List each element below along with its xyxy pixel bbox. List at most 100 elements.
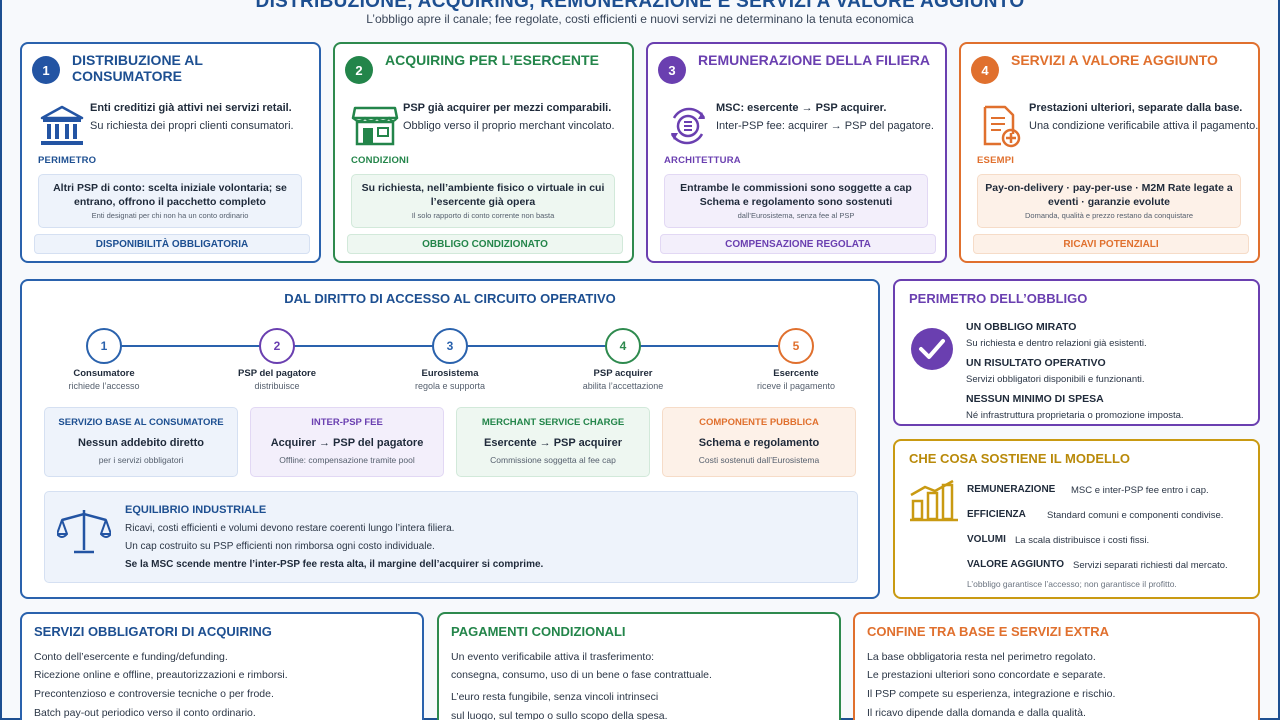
card-detail-box: Altri PSP di conto: scelta iniziale volo… [38,174,302,228]
bottom-panel-line: La base obbligatoria resta nel perimetro… [867,651,1096,663]
flow-box-msc: MERCHANT SERVICE CHARGE Esercente → PSP … [456,407,650,477]
model-title: CHE COSA SOSTIENE IL MODELLO [909,451,1131,466]
bottom-panel-confine: CONFINE TRA BASE E SERVIZI EXTRA La base… [853,612,1260,720]
card-footer-badge: DISPONIBILITÀ OBBLIGATORIA [34,234,310,254]
scale-icon [57,510,111,554]
step-number-badge: 1 [32,56,60,84]
model-item-text: Standard comuni e componenti condivise. [1047,510,1224,521]
bottom-panel-line: L’euro resta fungibile, senza vincoli in… [451,691,659,703]
flow-node-label: PSP del pagatore [238,368,316,379]
euro-cycle-icon [670,107,706,145]
bottom-panel-title: SERVIZI OBBLIGATORI DI ACQUIRING [34,624,272,639]
page-title: DISTRIBUZIONE, ACQUIRING, REMUNERAZIONE … [255,0,1025,12]
balance-title: EQUILIBRIO INDUSTRIALE [125,504,267,516]
bottom-panel-line: Le prestazioni ulteriori sono concordate… [867,669,1106,681]
card-remunerazione: 3 REMUNERAZIONE DELLA FILIERA MSC: eserc… [646,42,947,263]
bottom-panel-line: Batch pay-out periodico verso il conto o… [34,707,256,719]
bottom-panel-pagamenti-condizionali: PAGAMENTI CONDIZIONALI Un evento verific… [437,612,841,720]
card-line-1: PSP già acquirer per mezzi comparabili. [403,102,612,114]
card-detail-box: Pay-on-delivery · pay-per-use · M2M Rate… [977,174,1241,228]
card-line-1: Prestazioni ulteriori, separate dalla ba… [1029,102,1243,114]
flow-node-sub: distribuisce [254,381,300,391]
card-section-label: ESEMPI [977,155,1015,166]
flow-box-inter-psp-fee: INTER-PSP FEE Acquirer → PSP del pagator… [250,407,444,477]
flow-box-componente-pubblica: COMPONENTE PUBBLICA Schema e regolamento… [662,407,856,477]
step-number-badge: 4 [971,56,999,84]
flow-node-label: Consumatore [73,368,135,379]
perimeter-item-text: Né infrastruttura proprietaria o promozi… [966,410,1184,421]
card-title: DISTRIBUZIONE AL CONSUMATORE [72,52,203,84]
card-detail-main: Entrambe le commissioni sono soggette a … [680,182,912,208]
balance-line: Un cap costruito su PSP efficienti non r… [125,541,435,552]
balance-box: EQUILIBRIO INDUSTRIALE Ricavi, costi eff… [44,491,858,583]
card-section-label: ARCHITETTURA [664,155,741,166]
store-icon [351,106,399,146]
flow-box-sub: Offline: compensazione tramite pool [279,455,415,465]
card-line-1: MSC: esercente → PSP acquirer. [716,102,887,114]
flow-node-psp-acquirer: 4 [605,328,641,364]
page-subtitle: L’obbligo apre il canale; fee regolate, … [366,12,914,26]
bottom-panel-line: Il ricavo dipende dalla domanda e dalla … [867,707,1086,719]
flow-box-sub: per i servizi obbligatori [98,455,184,465]
flow-box-head: SERVIZIO BASE AL CONSUMATORE [58,417,224,428]
card-line-2: Su richiesta dei propri clienti consumat… [90,120,294,132]
card-footer-badge: COMPENSAZIONE REGOLATA [660,234,936,254]
perimeter-panel: PERIMETRO DELL’OBBLIGO UN OBBLIGO MIRATO… [893,279,1260,426]
flow-node-sub: riceve il pagamento [756,381,836,391]
card-detail-note: Domanda, qualità e prezzo restano da con… [1024,211,1194,220]
flow-node-label: PSP acquirer [593,368,653,379]
card-title: REMUNERAZIONE DELLA FILIERA [698,52,931,68]
bottom-panel-line: sul luogo, sul tempo o sullo scopo della… [451,710,668,720]
card-detail-note: Enti designati per chi non ha un conto o… [91,211,249,220]
card-detail-box: Entrambe le commissioni sono soggette a … [664,174,928,228]
model-item-head: EFFICIENZA [967,509,1026,520]
model-item-text: Servizi separati richiesti dal mercato. [1073,560,1228,571]
perimeter-item-head: UN RISULTATO OPERATIVO [966,357,1106,369]
card-line-1: Enti creditizi già attivi nei servizi re… [90,102,292,114]
model-item-head: VALORE AGGIUNTO [967,559,1065,570]
flow-box-main: Esercente → PSP acquirer [484,437,622,449]
document-plus-icon [983,105,1021,148]
card-title: SERVIZI A VALORE AGGIUNTO [1011,52,1218,68]
card-section-label: CONDIZIONI [351,155,409,166]
card-line-2: Una condizione verificabile attiva il pa… [1029,120,1259,132]
balance-line: Ricavi, costi efficienti e volumi devono… [125,523,455,534]
card-detail-main: Altri PSP di conto: scelta iniziale volo… [53,182,287,208]
card-footer-badge: OBBLIGO CONDIZIONATO [347,234,623,254]
card-servizi-valore: 4 SERVIZI A VALORE AGGIUNTO Prestazioni … [959,42,1260,263]
flow-box-main: Nessun addebito diretto [78,437,204,449]
perimeter-item-text: Su richiesta e dentro relazioni già esis… [966,338,1147,349]
model-item-head: REMUNERAZIONE [967,484,1056,495]
flow-node-consumatore: 1 [86,328,122,364]
model-note: L’obbligo garantisce l’accesso; non gara… [967,579,1177,589]
flow-node-sub: abilita l’accettazione [582,381,664,391]
bottom-panel-line: Un evento verificabile attiva il trasfer… [451,651,655,663]
flow-box-head: COMPONENTE PUBBLICA [699,417,819,428]
step-number-badge: 2 [345,56,373,84]
card-title: ACQUIRING PER L’ESERCENTE [385,52,599,68]
model-panel: CHE COSA SOSTIENE IL MODELLO REMUNERAZIO… [893,439,1260,599]
perimeter-item-head: NESSUN MINIMO DI SPESA [966,393,1104,405]
card-detail-main: Su richiesta, nell’ambiente fisico o vir… [361,182,605,208]
flow-node-label: Esercente [773,368,819,379]
flow-node-psp-pagatore: 2 [259,328,295,364]
flow-box-main: Schema e regolamento [698,437,820,449]
bottom-panel-line: Ricezione online e offline, preautorizza… [34,669,288,681]
flow-node-eurosistema: 3 [432,328,468,364]
card-detail-main: Pay-on-delivery · pay-per-use · M2M Rate… [985,182,1233,208]
flow-box-head: INTER-PSP FEE [311,417,383,428]
bank-icon [40,105,84,145]
card-detail-note: Il solo rapporto di conto corrente non b… [411,211,555,220]
card-footer-badge: RICAVI POTENZIALI [973,234,1249,254]
flow-node-label: Eurosistema [421,368,479,379]
card-detail-box: Su richiesta, nell’ambiente fisico o vir… [351,174,615,228]
bottom-panel-title: CONFINE TRA BASE E SERVIZI EXTRA [867,624,1109,639]
perimeter-item-text: Servizi obbligatori disponibili e funzio… [966,374,1145,385]
card-distribuzione: 1 DISTRIBUZIONE AL CONSUMATORE Enti cred… [20,42,321,263]
model-item-head: VOLUMI [967,534,1006,545]
flow-box-head: MERCHANT SERVICE CHARGE [481,417,625,428]
flow-title: DAL DIRITTO DI ACCESSO AL CIRCUITO OPERA… [284,291,616,306]
perimeter-title: PERIMETRO DELL’OBBLIGO [909,291,1088,306]
check-circle-icon [911,328,953,370]
flow-node-sub: richiede l’accesso [68,381,140,391]
